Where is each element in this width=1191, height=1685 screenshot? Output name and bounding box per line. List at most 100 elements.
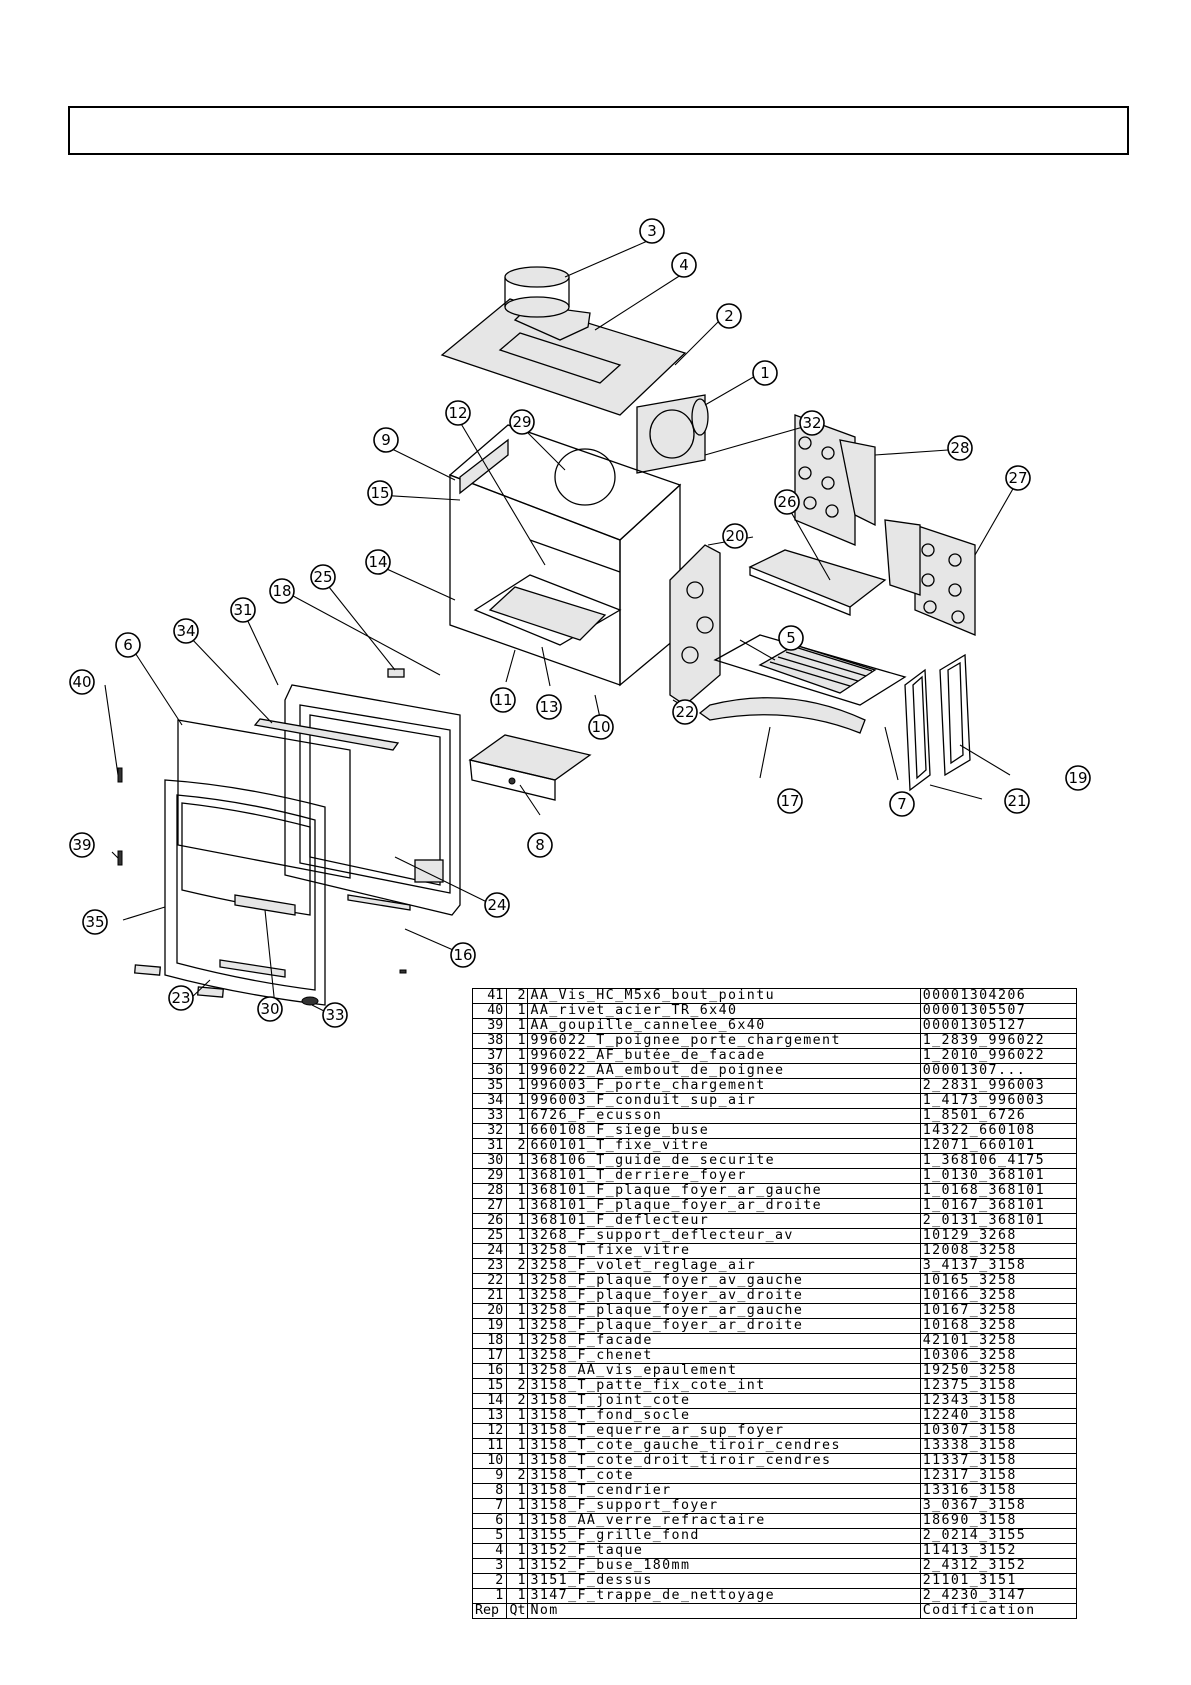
part-qty: 1 [506,1033,529,1049]
part-code: 3_0367_3158 [919,1498,1078,1514]
callout-18: 18 [269,578,295,604]
callout-27: 27 [1005,465,1031,491]
part-qty: 2 [506,1258,529,1274]
part-qty: 1 [506,1018,529,1034]
part-rep: 25 [471,1228,508,1244]
part-name: 368101_F_plaque_foyer_ar_gauche [527,1183,921,1199]
part-rep: 17 [471,1348,508,1364]
callout-19: 19 [1065,765,1091,791]
part-name: 3258_F_facade [527,1333,921,1349]
part-rep: 27 [471,1198,508,1214]
part-code: 2_4312_3152 [919,1558,1078,1574]
part-name: 3155_F_grille_fond [527,1528,921,1544]
callout-23: 23 [168,985,194,1011]
part-name: 3158_AA_verre_refractaire [527,1513,921,1529]
exploded-view-svg: 3 4 2 1 32 28 27 26 29 12 9 15 14 25 18 … [69,218,1091,1028]
svg-text:20: 20 [725,527,744,545]
part-rep: 10 [471,1453,508,1469]
part-code: 13316_3158 [919,1483,1078,1499]
part-qty: 1 [506,1363,529,1379]
part-qty: 2 [506,1378,529,1394]
part-name: 660108_F_siege_buse [527,1123,921,1139]
callout-25: 25 [310,564,336,590]
part-facade [284,684,461,916]
part-code: 10168_3258 [919,1318,1078,1334]
part-name: 3158_T_joint_cote [527,1393,921,1409]
part-code: 12317_3158 [919,1468,1078,1484]
svg-text:25: 25 [313,568,332,586]
part-name: AA_goupille_cannelee_6x40 [527,1018,921,1034]
part-code: 42101_3258 [919,1333,1078,1349]
callout-33: 33 [322,1002,348,1028]
part-rep: 4 [471,1543,508,1559]
part-code: 21101_3151 [919,1573,1078,1589]
part-qty: 1 [506,1483,529,1499]
callout-16: 16 [450,942,476,968]
part-rep: 35 [471,1078,508,1094]
part-code: 12343_3158 [919,1393,1078,1409]
svg-text:11: 11 [493,691,512,709]
part-air-duct [253,718,400,751]
part-name: 3258_AA_vis_epaulement [527,1363,921,1379]
part-code: 10306_3258 [919,1348,1078,1364]
part-qty: 1 [506,1408,529,1424]
part-code: 1_0130_368101 [919,1168,1078,1184]
part-rep: 13 [471,1408,508,1424]
part-rep: 11 [471,1438,508,1454]
part-rep: 18 [471,1333,508,1349]
part-code: 2_0131_368101 [919,1213,1078,1229]
part-name: 3158_T_cendrier [527,1483,921,1499]
part-deflector [748,549,887,616]
part-qty: 2 [506,1138,529,1154]
part-rep: 28 [471,1183,508,1199]
part-code: 00001305507 [919,1003,1078,1019]
part-rep: 39 [471,1018,508,1034]
svg-text:4: 4 [679,256,689,274]
svg-text:23: 23 [171,989,190,1007]
part-code: 2_0214_3155 [919,1528,1078,1544]
part-rep: 2 [471,1573,508,1589]
part-ash-drawer [468,734,592,801]
svg-text:30: 30 [260,1000,279,1018]
part-rep: 19 [471,1318,508,1334]
col-header-nom: Nom [527,1603,921,1619]
part-rep: 30 [471,1153,508,1169]
callout-4: 4 [671,252,697,278]
part-name: 368101_F_plaque_foyer_ar_droite [527,1198,921,1214]
callout-12: 12 [445,400,471,426]
part-rep: 37 [471,1048,508,1064]
part-name: 3158_F_support_foyer [527,1498,921,1514]
part-rep: 5 [471,1528,508,1544]
title-box [68,106,1129,155]
callout-29: 29 [509,409,535,435]
part-rep: 32 [471,1123,508,1139]
part-rep: 33 [471,1108,508,1124]
part-name: 368101_F_deflecteur [527,1213,921,1229]
part-qty: 1 [506,1453,529,1469]
part-code: 12008_3258 [919,1243,1078,1259]
part-code: 11337_3158 [919,1453,1078,1469]
callout-17: 17 [777,788,803,814]
callout-32: 32 [799,410,825,436]
part-code: 1_4173_996003 [919,1093,1078,1109]
part-code: 1_0167_368101 [919,1198,1078,1214]
part-name: 996022_AA_embout_de_poignee [527,1063,921,1079]
part-code: 12240_3158 [919,1408,1078,1424]
part-name: 996022_AF_butée_de_facade [527,1048,921,1064]
part-name: 996003_F_conduit_sup_air [527,1093,921,1109]
part-code: 13338_3158 [919,1438,1078,1454]
